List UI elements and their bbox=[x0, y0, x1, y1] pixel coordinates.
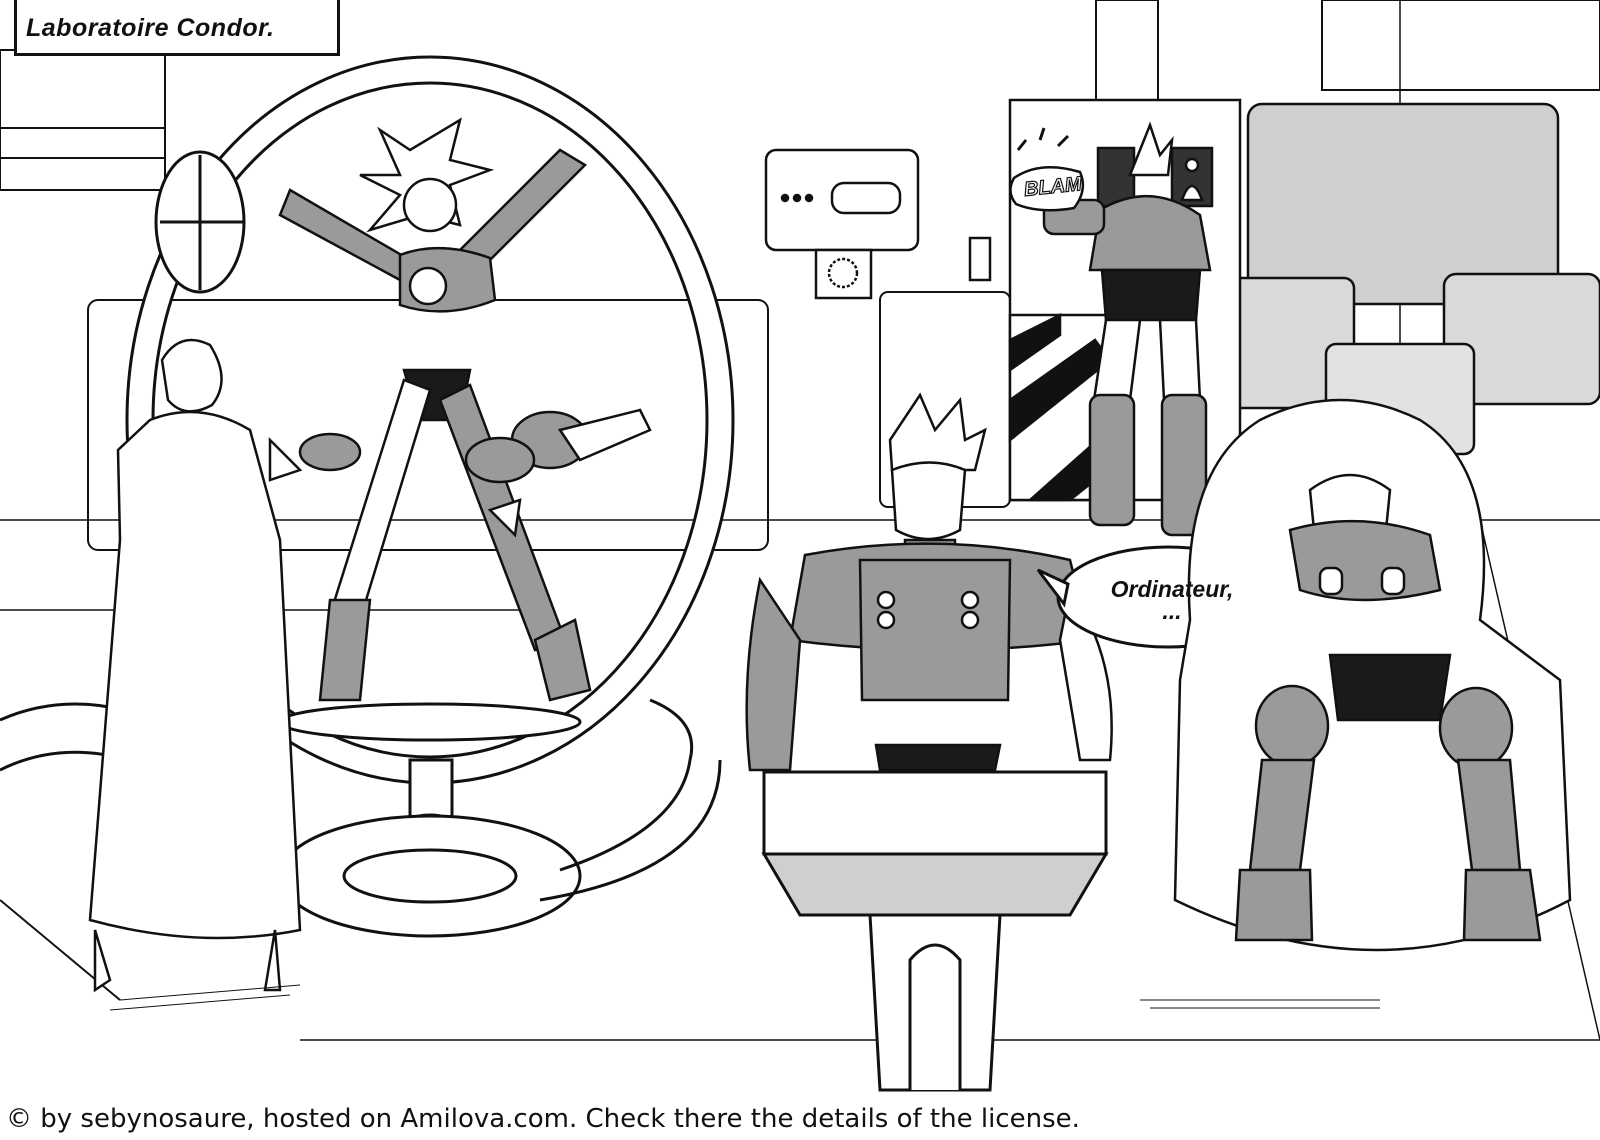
speech-line-2: ... bbox=[1162, 598, 1182, 624]
energy-ring-chamber bbox=[125, 55, 735, 938]
blam-burst bbox=[1009, 127, 1085, 212]
speech-bubble: Ordinateur, ... bbox=[1072, 576, 1272, 624]
wall-control-panel bbox=[764, 148, 992, 300]
location-caption: Laboratoire Condor. bbox=[26, 14, 275, 42]
floor-shading bbox=[109, 984, 1380, 1011]
scientist-in-lab-coat bbox=[88, 338, 303, 993]
location-caption-box bbox=[14, 0, 340, 56]
robot-shooter-figure bbox=[1042, 121, 1212, 537]
android-in-ring bbox=[278, 117, 592, 702]
console-desk bbox=[761, 770, 1109, 1092]
robot-at-console bbox=[745, 392, 1113, 772]
robot-lying-on-table bbox=[298, 408, 652, 484]
credit-line: © by sebynosaure, hosted on Amilova.com.… bbox=[6, 1104, 1080, 1134]
robot-on-throne bbox=[1173, 398, 1572, 952]
speech-line-1: Ordinateur, bbox=[1110, 576, 1234, 602]
monitor-screens bbox=[1196, 102, 1600, 456]
